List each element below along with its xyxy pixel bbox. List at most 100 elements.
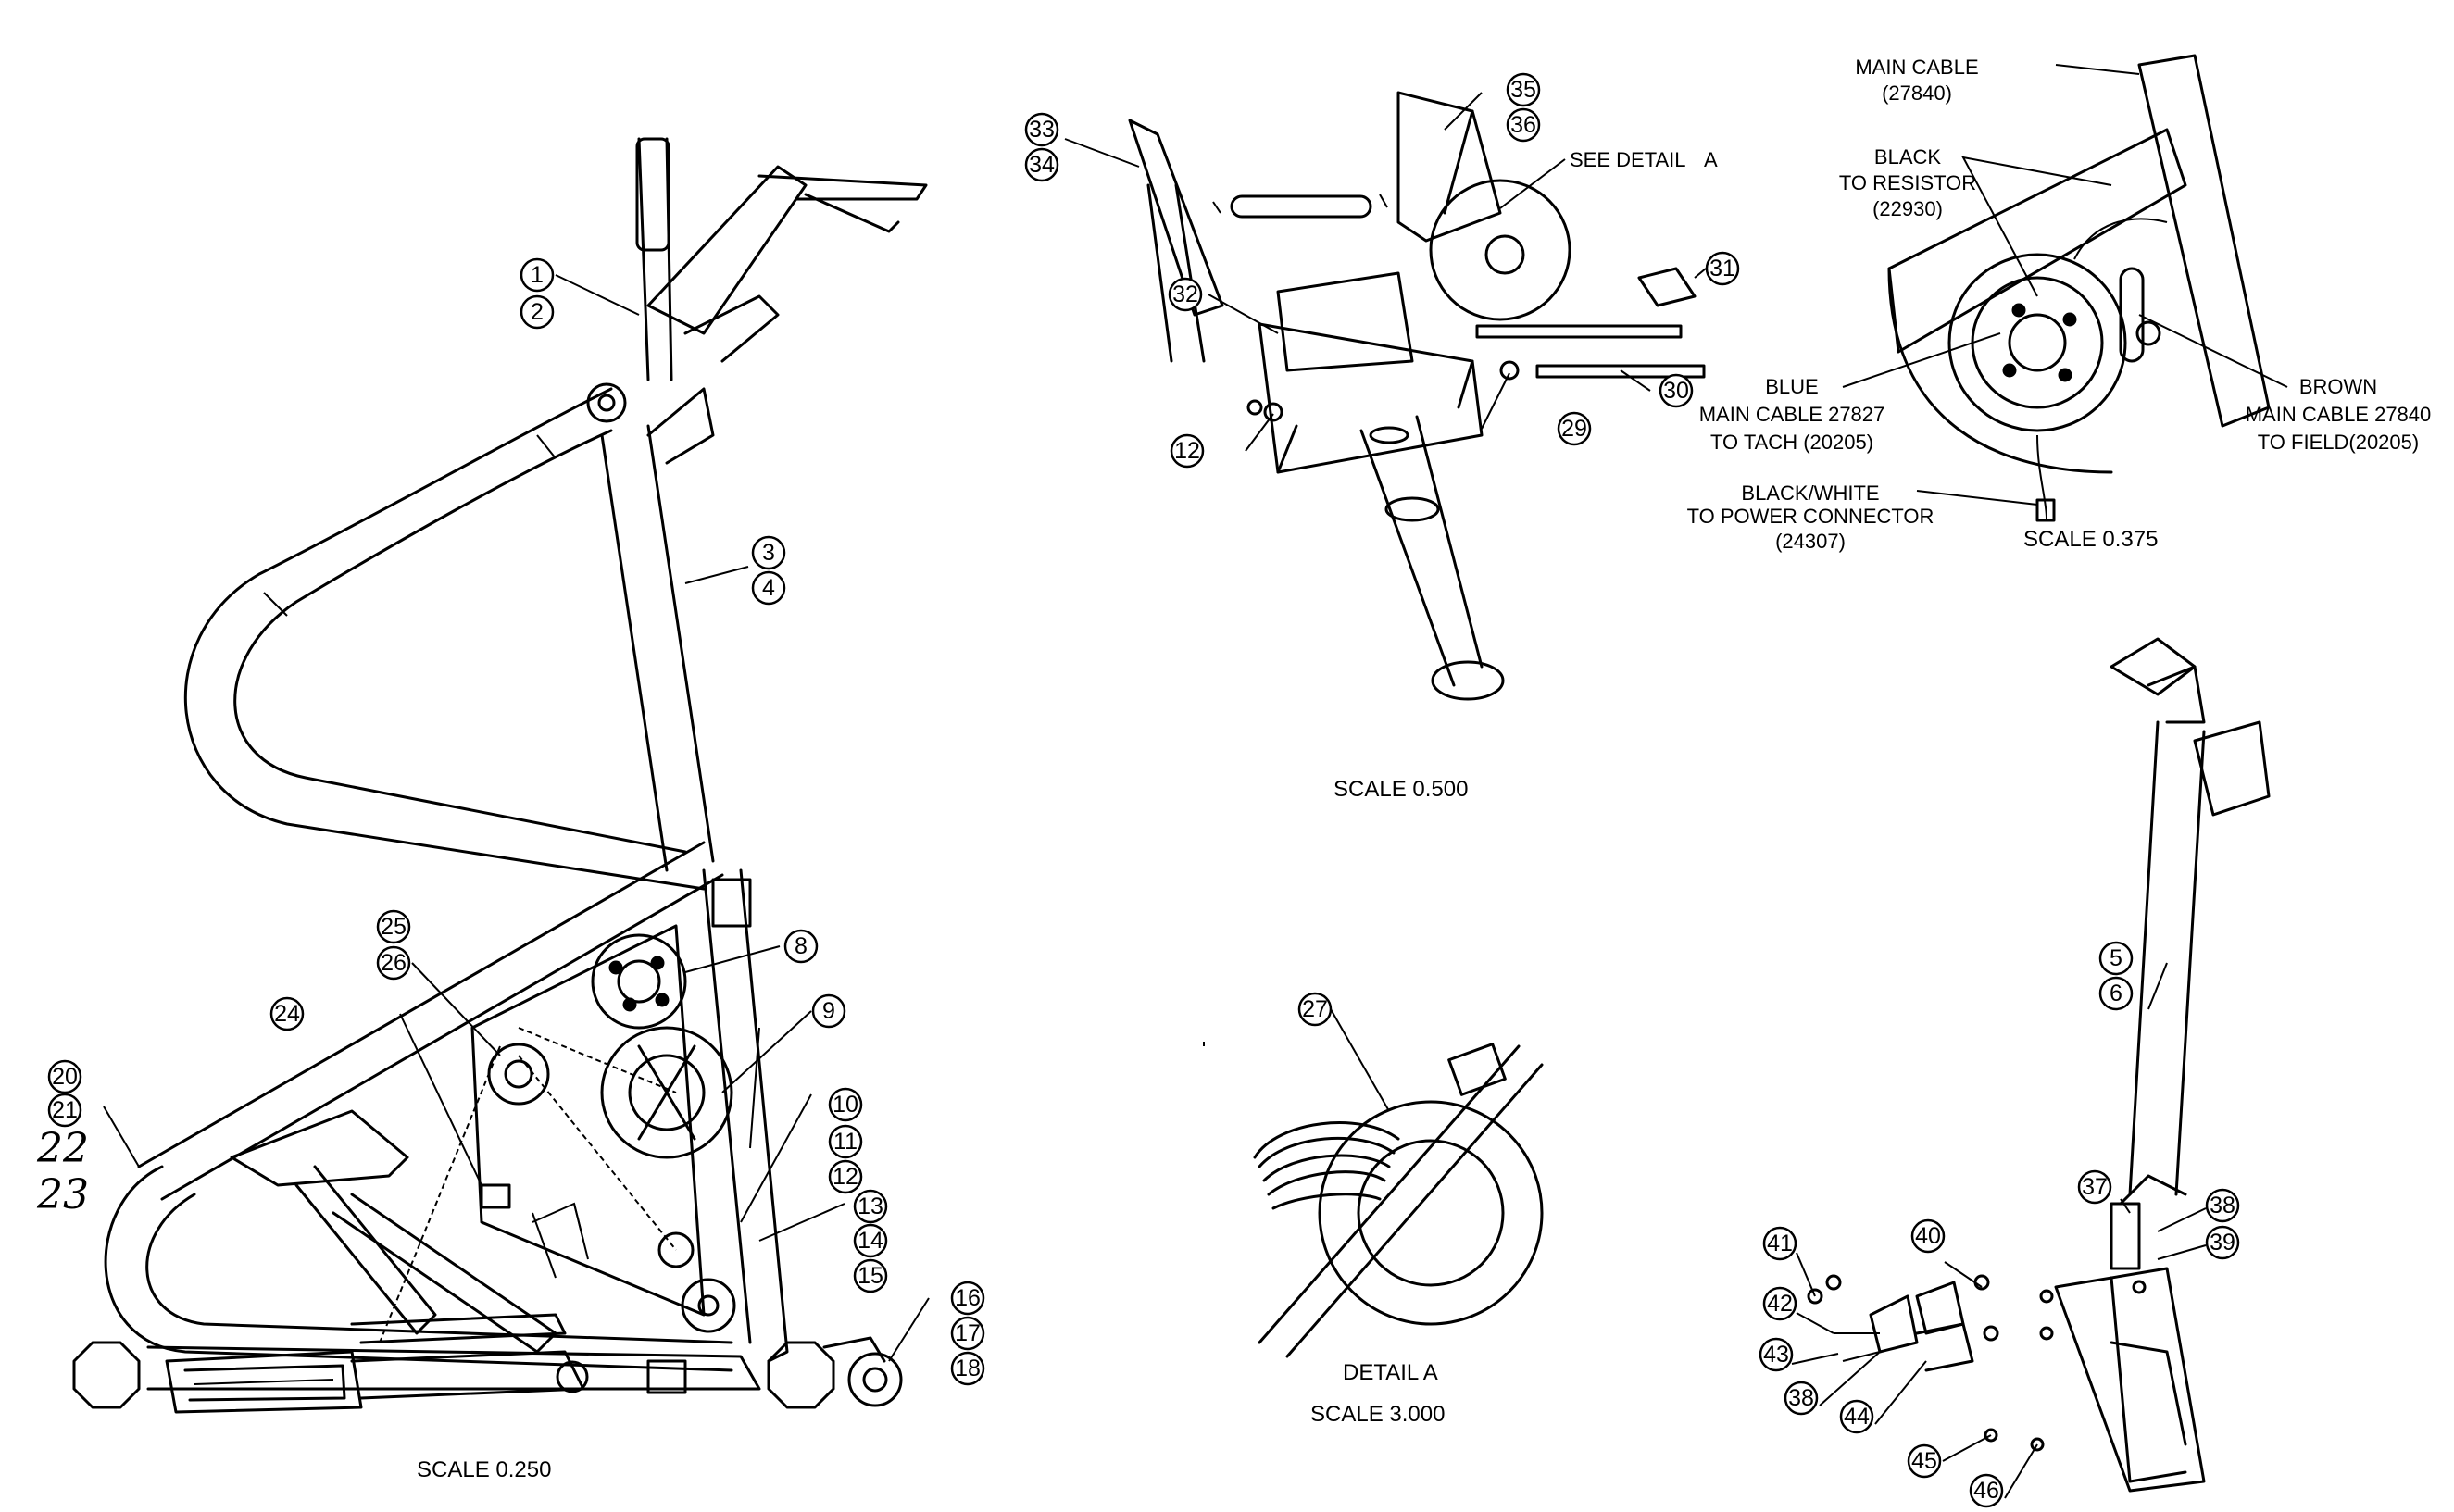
svg-text:10: 10 (833, 1092, 858, 1118)
top-center-scale-label: SCALE 0.500 (1333, 777, 1468, 802)
callout-balloon-3: 3 (751, 535, 786, 570)
callout-balloon-43: 43 (1759, 1337, 1794, 1372)
callout-balloon-29: 29 (1557, 411, 1592, 446)
callout-balloon-25: 25 (376, 909, 411, 944)
svg-text:43: 43 (1763, 1342, 1789, 1368)
svg-text:17: 17 (955, 1320, 981, 1346)
svg-text:21: 21 (52, 1097, 78, 1123)
see-detail-letter: A (1704, 148, 1718, 171)
brown-label-line3: TO FIELD(20205) (2258, 431, 2419, 454)
svg-text:39: 39 (2210, 1230, 2235, 1256)
black-white-label-line3: (24307) (1775, 530, 1846, 553)
main-cable-label-line2: (27840) (1882, 81, 1952, 105)
svg-text:24: 24 (274, 1001, 300, 1027)
blue-label-line2: MAIN CABLE 27827 (1699, 403, 1885, 426)
top-right-view (1887, 54, 2271, 522)
svg-text:40: 40 (1915, 1223, 1941, 1249)
svg-text:35: 35 (1510, 77, 1536, 103)
callout-balloon-38: 38 (2205, 1188, 2240, 1223)
svg-text:36: 36 (1510, 112, 1536, 138)
svg-text:29: 29 (1561, 416, 1587, 442)
callout-balloon-38-lower: 38 (1784, 1381, 1819, 1416)
callout-balloon-21: 21 (47, 1093, 82, 1128)
callout-balloon-1: 1 (520, 257, 555, 293)
blue-label-line1: BLUE (1765, 375, 1818, 398)
callout-balloon-2: 2 (520, 294, 555, 330)
svg-text:26: 26 (381, 950, 407, 976)
callout-balloon-5: 5 (2098, 941, 2134, 976)
detail-a-title: DETAIL A (1343, 1360, 1438, 1385)
callout-balloon-18: 18 (950, 1351, 985, 1386)
callout-balloon-14: 14 (853, 1223, 888, 1258)
svg-text:1: 1 (531, 262, 544, 288)
callout-balloon-8: 8 (783, 929, 819, 964)
main-cable-label-line1: MAIN CABLE (1855, 56, 1978, 79)
callout-balloon-12: 12 (828, 1159, 863, 1194)
svg-text:11: 11 (833, 1129, 858, 1155)
svg-text:14: 14 (858, 1228, 883, 1254)
right-bottom-view (1807, 637, 2271, 1493)
handwritten-number-23: 23 (36, 1171, 89, 1218)
top-center-view (1128, 91, 1706, 701)
leader-lines (103, 92, 2207, 1499)
svg-text:41: 41 (1767, 1231, 1793, 1256)
callout-balloon-24: 24 (269, 996, 305, 1031)
svg-text:32: 32 (1172, 281, 1198, 307)
svg-text:9: 9 (822, 998, 835, 1024)
detail-a-scale-label: SCALE 3.000 (1310, 1402, 1445, 1427)
detail-a-view (1253, 1043, 1544, 1358)
svg-text:31: 31 (1709, 256, 1735, 281)
svg-text:5: 5 (2110, 945, 2122, 971)
svg-text:18: 18 (955, 1356, 981, 1381)
black-label-line1: BLACK (1874, 145, 1941, 169)
svg-text:38: 38 (2210, 1193, 2235, 1218)
callout-balloon-16: 16 (950, 1281, 985, 1316)
callout-balloon-39: 39 (2205, 1225, 2240, 1260)
callout-balloon-13: 13 (853, 1189, 888, 1224)
callout-balloon-33: 33 (1024, 112, 1059, 147)
callout-balloon-15: 15 (853, 1258, 888, 1293)
wiring-labels: MAIN CABLE (27840) BLACK TO RESISTOR (22… (1499, 56, 2431, 553)
callout-balloon-32: 32 (1168, 277, 1203, 312)
callout-balloon-30: 30 (1659, 373, 1694, 408)
svg-text:44: 44 (1844, 1404, 1870, 1430)
callout-balloon-44: 44 (1839, 1399, 1874, 1434)
callout-balloon-12-detail: 12 (1170, 433, 1205, 469)
callout-balloon-20: 20 (47, 1059, 82, 1094)
brown-label-line1: BROWN (2299, 375, 2377, 398)
callout-balloon-9: 9 (811, 993, 846, 1029)
callout-balloon-6: 6 (2098, 976, 2134, 1011)
svg-text:4: 4 (762, 575, 775, 601)
see-detail-label: SEE DETAIL (1570, 148, 1686, 171)
callout-balloon-26: 26 (376, 945, 411, 981)
main-scale-label: SCALE 0.250 (417, 1457, 551, 1482)
svg-text:12: 12 (1174, 438, 1200, 464)
top-right-scale-label: SCALE 0.375 (2023, 527, 2158, 552)
svg-text:42: 42 (1767, 1291, 1793, 1317)
svg-text:12: 12 (833, 1164, 858, 1190)
svg-text:38: 38 (1788, 1385, 1814, 1411)
handwritten-number-22: 22 (36, 1125, 89, 1172)
svg-text:37: 37 (2082, 1174, 2108, 1200)
svg-text:25: 25 (381, 914, 407, 940)
svg-text:15: 15 (858, 1263, 883, 1289)
callout-balloon-17: 17 (950, 1316, 985, 1351)
callout-balloon-37: 37 (2077, 1169, 2112, 1205)
callout-balloon-46: 46 (1969, 1473, 2004, 1508)
callout-balloon-11: 11 (828, 1124, 863, 1159)
callout-balloon-34: 34 (1024, 147, 1059, 182)
svg-text:16: 16 (955, 1285, 981, 1311)
svg-text:6: 6 (2110, 981, 2122, 1006)
callout-balloon-36: 36 (1506, 107, 1541, 143)
svg-text:27: 27 (1302, 996, 1328, 1022)
svg-text:33: 33 (1029, 117, 1055, 143)
callout-balloon-10: 10 (828, 1087, 863, 1122)
callout-balloon-35: 35 (1506, 72, 1541, 107)
svg-text:13: 13 (858, 1193, 883, 1219)
callout-balloon-41: 41 (1762, 1226, 1797, 1261)
callout-balloon-45: 45 (1907, 1443, 1942, 1479)
svg-text:8: 8 (795, 933, 808, 959)
black-white-label-line2: TO POWER CONNECTOR (1687, 505, 1934, 528)
callout-balloon-31: 31 (1705, 251, 1740, 286)
